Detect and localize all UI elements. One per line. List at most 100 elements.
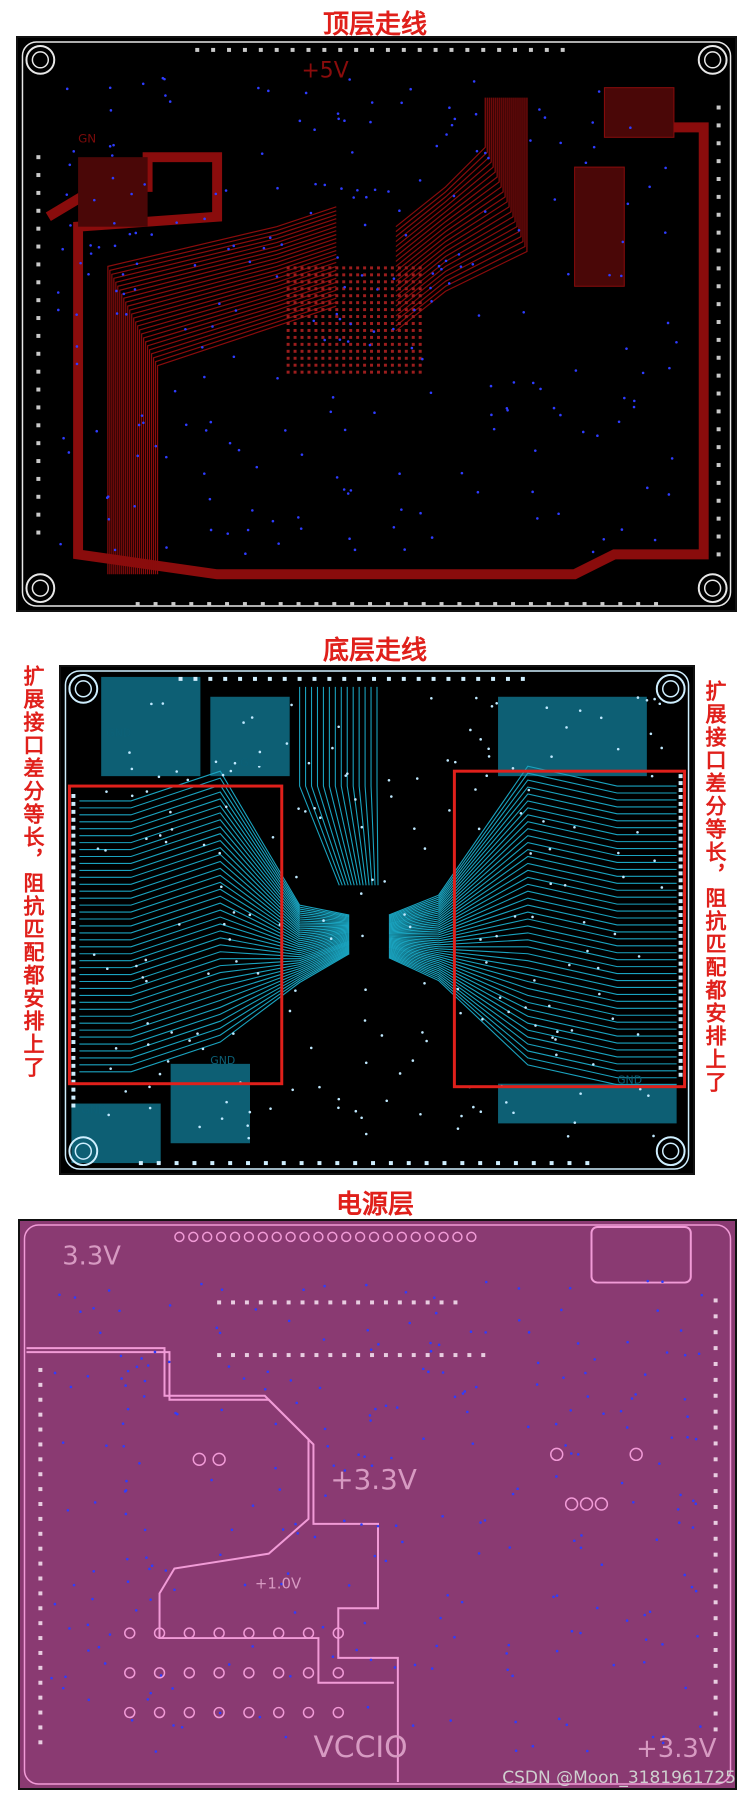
diff-pair-trace xyxy=(388,779,677,918)
via xyxy=(536,517,539,520)
via xyxy=(98,1331,102,1335)
pad xyxy=(417,47,422,52)
via xyxy=(143,1379,147,1383)
signal-trace xyxy=(152,297,337,575)
via xyxy=(346,492,350,495)
via xyxy=(92,953,96,956)
via xyxy=(543,116,547,119)
bga-ball xyxy=(418,308,422,312)
pad xyxy=(678,836,683,841)
pad xyxy=(272,1300,277,1305)
bga-ball xyxy=(370,356,374,360)
via xyxy=(243,1583,247,1587)
via xyxy=(625,1426,629,1429)
bga-ball xyxy=(411,273,415,277)
bga-ball xyxy=(349,315,353,319)
bga-ball xyxy=(307,280,311,284)
bga-ball xyxy=(418,301,422,305)
bga-ball xyxy=(300,287,304,291)
bga-ball xyxy=(328,328,332,332)
header-pin xyxy=(410,1231,421,1243)
via xyxy=(376,288,379,291)
diff-pair-trace xyxy=(79,805,350,921)
via xyxy=(579,1092,582,1095)
via xyxy=(343,428,347,432)
pad xyxy=(71,889,76,894)
via xyxy=(146,1043,150,1046)
via xyxy=(172,1724,175,1727)
via xyxy=(636,831,639,834)
via xyxy=(598,992,601,996)
via xyxy=(398,209,401,213)
via xyxy=(524,1006,527,1009)
pad xyxy=(71,809,76,814)
pad xyxy=(678,822,683,827)
via xyxy=(184,327,187,331)
bga-ball xyxy=(411,370,415,374)
via xyxy=(121,1422,125,1425)
pad xyxy=(314,1353,319,1358)
via xyxy=(304,91,308,95)
via xyxy=(377,1343,380,1346)
via xyxy=(457,253,461,256)
pad xyxy=(425,1300,430,1305)
via xyxy=(349,322,352,326)
pad xyxy=(713,1425,718,1430)
via xyxy=(302,1288,305,1291)
via xyxy=(691,1526,695,1529)
bga-ball xyxy=(397,342,401,346)
via xyxy=(337,1106,340,1110)
top-label-gnd: GN xyxy=(78,131,96,145)
via xyxy=(596,434,599,438)
via xyxy=(105,1444,108,1447)
via xyxy=(329,410,333,414)
pad xyxy=(370,1300,375,1305)
header-pin xyxy=(188,1231,199,1243)
via xyxy=(53,1371,57,1375)
plated-hole xyxy=(243,1706,255,1719)
via xyxy=(623,396,626,400)
via xyxy=(427,1370,430,1374)
pad xyxy=(211,47,216,52)
bga-ball xyxy=(356,356,360,360)
bga-ball xyxy=(349,266,353,270)
bga-ball xyxy=(349,328,353,332)
pad xyxy=(388,1161,393,1166)
signal-trace xyxy=(395,97,506,277)
bga-ball xyxy=(342,315,346,319)
via xyxy=(170,828,174,831)
diff-pair-trace xyxy=(79,948,350,1038)
via xyxy=(159,1674,163,1677)
bga-ball xyxy=(376,363,380,367)
plated-hole xyxy=(272,1627,285,1639)
bga-ball xyxy=(349,301,353,305)
via xyxy=(296,1532,300,1535)
via xyxy=(145,837,148,841)
power-label-vccio: VCCIO xyxy=(313,1730,407,1765)
pad xyxy=(138,1161,143,1166)
bga-ball xyxy=(376,356,380,360)
pad xyxy=(290,47,295,52)
via xyxy=(360,274,364,277)
bga-ball xyxy=(314,322,318,325)
via xyxy=(653,538,657,542)
bga-ball xyxy=(404,273,408,277)
bga-ball xyxy=(293,370,297,374)
via xyxy=(380,1034,384,1037)
via xyxy=(439,1616,442,1620)
signal-trace xyxy=(395,97,512,292)
copper-pour xyxy=(498,696,647,777)
via xyxy=(568,1286,572,1290)
bga-ball xyxy=(390,322,394,325)
bga-ball xyxy=(404,349,408,353)
bga-ball xyxy=(335,370,339,374)
via xyxy=(115,312,119,315)
via xyxy=(209,528,213,532)
diff-pair-trace xyxy=(388,835,677,926)
bga-ball xyxy=(293,335,297,339)
via xyxy=(337,117,340,121)
pad xyxy=(716,212,721,217)
bottom-label-gnd-e: GND xyxy=(210,1054,235,1067)
diff-pair-trace xyxy=(388,944,677,995)
bga-ball xyxy=(349,363,353,367)
